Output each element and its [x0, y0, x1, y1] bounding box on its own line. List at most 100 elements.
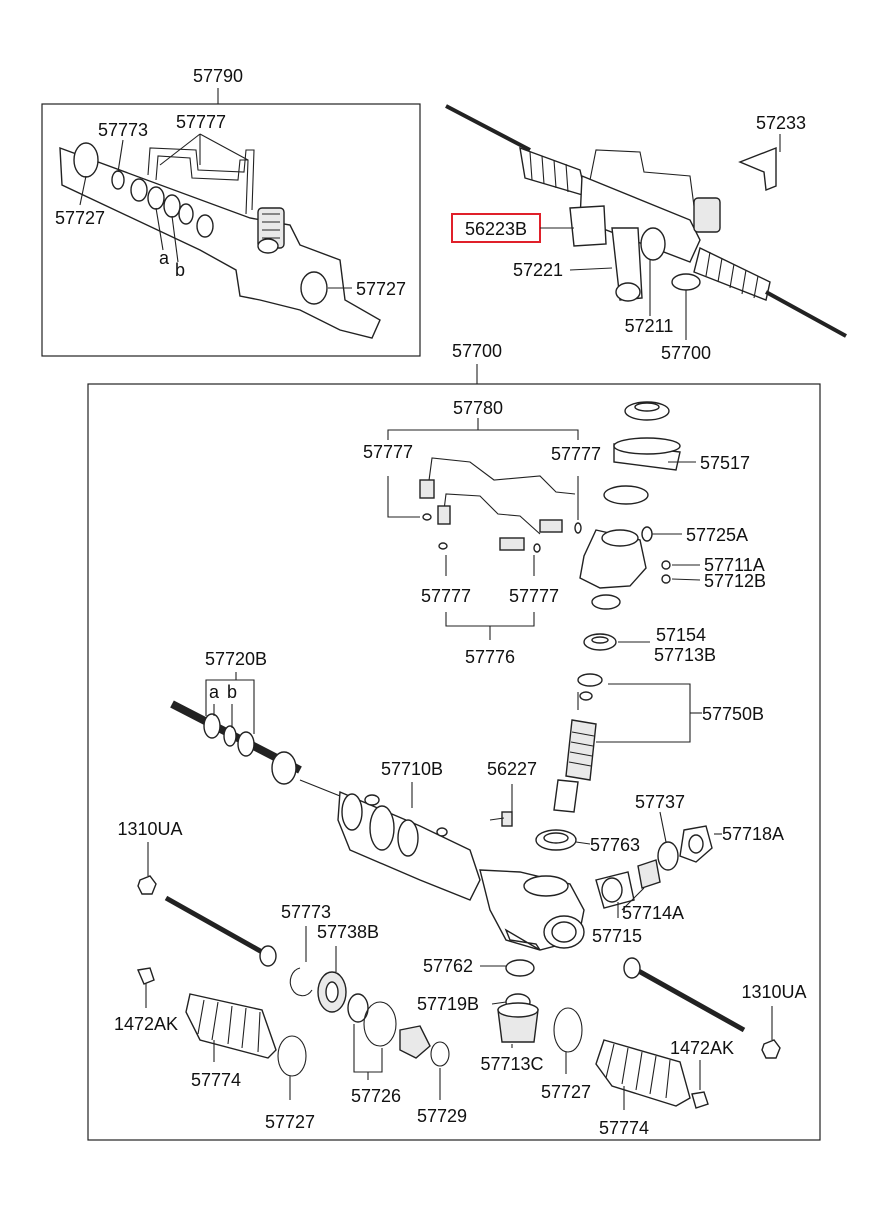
- label-main-57700[interactable]: 57700: [452, 341, 502, 361]
- label-57714A[interactable]: 57714A: [622, 903, 684, 923]
- boot-57774-left: [185, 993, 277, 1059]
- ring-57737: [657, 841, 679, 871]
- label-57720B[interactable]: 57720B: [205, 649, 267, 669]
- label-57710B[interactable]: 57710B: [381, 759, 443, 779]
- label-57729[interactable]: 57729: [417, 1106, 467, 1126]
- pipe-fitting-1: [419, 479, 435, 499]
- label-57719B[interactable]: 57719B: [417, 994, 479, 1014]
- inset-ring-4: [196, 214, 214, 238]
- label-57718A[interactable]: 57718A: [722, 824, 784, 844]
- label-1472AK-left[interactable]: 1472AK: [114, 1014, 178, 1034]
- ring-57729: [430, 1041, 450, 1067]
- label-57715[interactable]: 57715: [592, 926, 642, 946]
- mount-57700: [671, 273, 701, 291]
- inset-seal-57727-right: [300, 271, 328, 305]
- rack-left: [445, 104, 531, 152]
- clip-1472AK-left: [137, 967, 155, 985]
- rack-right: [765, 290, 847, 338]
- rack-bush: [271, 751, 297, 785]
- label-57725A[interactable]: 57725A: [686, 525, 748, 545]
- label-57713C[interactable]: 57713C: [480, 1054, 543, 1074]
- label-57221[interactable]: 57221: [513, 260, 563, 280]
- label-57517[interactable]: 57517: [700, 453, 750, 473]
- seal-a: [203, 713, 221, 739]
- label-57777-br[interactable]: 57777: [509, 586, 559, 606]
- pinion-shaft: [565, 719, 597, 781]
- label-57154[interactable]: 57154: [656, 625, 706, 645]
- label-57738B[interactable]: 57738B: [317, 922, 379, 942]
- label-57211[interactable]: 57211: [625, 316, 674, 336]
- tie-rod-end-right: [623, 957, 641, 979]
- label-57790[interactable]: 57790: [193, 66, 243, 86]
- seal-2: [603, 485, 649, 505]
- bracket-57233: [738, 146, 777, 191]
- inset-ring-b: [163, 194, 181, 218]
- label-inset-a[interactable]: a: [159, 248, 170, 268]
- pipe-fitting-4: [499, 537, 525, 551]
- label-56227[interactable]: 56227: [487, 759, 537, 779]
- inset-frame: [41, 103, 421, 357]
- label-57777-bl[interactable]: 57777: [421, 586, 471, 606]
- ring-57726-2: [363, 1001, 397, 1047]
- label-57737[interactable]: 57737: [635, 792, 685, 812]
- label-inset-57773[interactable]: 57773: [98, 120, 148, 140]
- label-inset-57727-right[interactable]: 57727: [356, 279, 406, 299]
- ring-57711A: [661, 560, 671, 570]
- label-57777-tr[interactable]: 57777: [551, 444, 601, 464]
- label-top-57700[interactable]: 57700: [661, 343, 711, 363]
- pipe-fitting-2: [437, 505, 451, 525]
- label-57763[interactable]: 57763: [590, 835, 640, 855]
- clamp-57221: [615, 282, 641, 302]
- clamp-57727-left: [277, 1035, 307, 1077]
- label-56223B[interactable]: 56223B: [465, 219, 527, 239]
- valve-bottom-seal: [591, 594, 621, 610]
- label-inset-b[interactable]: b: [175, 260, 185, 280]
- label-57727-center[interactable]: 57727: [541, 1082, 591, 1102]
- seal-c: [237, 731, 255, 757]
- pinion-gear: [553, 779, 579, 813]
- label-57773[interactable]: 57773: [281, 902, 331, 922]
- ring-57762: [505, 959, 535, 977]
- seal-b: [223, 725, 237, 747]
- label-b[interactable]: b: [227, 682, 237, 702]
- inset-pipe-1: [147, 147, 255, 211]
- inset-ring-3: [178, 203, 194, 225]
- inset-pipe-2: [155, 155, 249, 215]
- inset-ring-1: [111, 170, 125, 190]
- label-57711A[interactable]: 57711A: [704, 555, 765, 575]
- label-inset-57727-left[interactable]: 57727: [55, 208, 105, 228]
- inset-ring-a: [147, 186, 165, 210]
- label-57762[interactable]: 57762: [423, 956, 473, 976]
- label-57750B[interactable]: 57750B: [702, 704, 764, 724]
- tie-rod-left: [164, 895, 264, 955]
- label-57727-left[interactable]: 57727: [265, 1112, 315, 1132]
- label-57776[interactable]: 57776: [465, 647, 515, 667]
- label-1472AK-right[interactable]: 1472AK: [670, 1038, 734, 1058]
- label-57774-left[interactable]: 57774: [191, 1070, 241, 1090]
- spring-57714A: [637, 859, 661, 889]
- ring-57712B: [661, 574, 671, 584]
- label-1310UA-right[interactable]: 1310UA: [741, 982, 806, 1002]
- inset-housing: [59, 146, 381, 339]
- label-1310UA-left[interactable]: 1310UA: [117, 819, 182, 839]
- label-57774-right[interactable]: 57774: [599, 1118, 649, 1138]
- label-inset-57777[interactable]: 57777: [176, 112, 226, 132]
- nut-1310UA-left: [137, 875, 157, 895]
- label-57233[interactable]: 57233: [756, 113, 806, 133]
- label-a[interactable]: a: [209, 682, 220, 702]
- bushing-57211: [640, 227, 666, 261]
- main-57700: 57700: [87, 341, 821, 1141]
- bolt-56227: [501, 811, 513, 827]
- top-pipe: [589, 149, 695, 207]
- label-57777-tl[interactable]: 57777: [363, 442, 413, 462]
- top-assembly: 57233 56223B 57221 57211 57700: [445, 104, 847, 363]
- ring-57726-3: [399, 1025, 431, 1059]
- label-57780[interactable]: 57780: [453, 398, 503, 418]
- bracket-56223B: [569, 205, 607, 247]
- label-57713B[interactable]: 57713B: [654, 645, 716, 665]
- label-57726[interactable]: 57726: [351, 1086, 401, 1106]
- label-57712B[interactable]: 57712B: [704, 571, 766, 591]
- nut-1310UA-right: [761, 1039, 781, 1059]
- pipe-fitting-3: [539, 519, 563, 533]
